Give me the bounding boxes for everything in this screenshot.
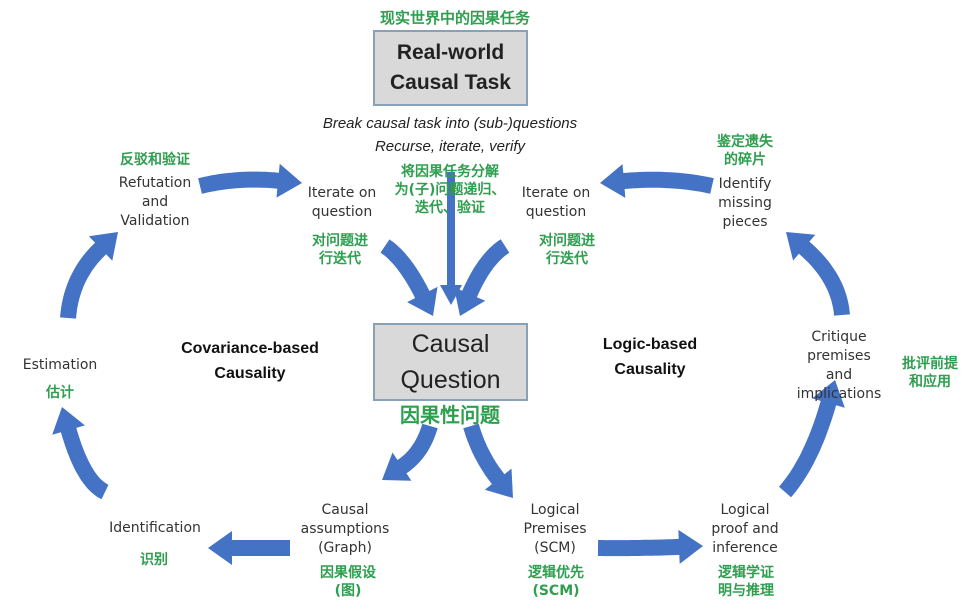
left-iterate-cn: 对问题进 行迭代 [312, 233, 368, 267]
assumptions-cn: 因果假设 (图) [320, 565, 376, 599]
refutation-cn: 反驳和验证 [120, 152, 190, 168]
arrow-identify-to-iterate [600, 164, 714, 198]
right-iterate-cn: 对问题进 行迭代 [539, 233, 595, 267]
arrow-task-to-question [440, 172, 462, 305]
real-world-task-box: Real-world Causal Task [373, 30, 528, 106]
critique-cn: 批评前提 和应用 [902, 356, 958, 390]
identification-cn: 识别 [140, 552, 168, 568]
causal-question-label: Causal Question [400, 330, 501, 394]
assumptions-label: Causal assumptions (Graph) [300, 502, 390, 556]
arrow-critique-to-identify [786, 232, 850, 316]
causal-question-box: Causal Question [373, 323, 528, 401]
right-iterate-label: Iterate on question [521, 185, 591, 220]
premises-cn: 逻辑优先 (SCM) [528, 565, 584, 599]
proof-cn: 逻辑学证 明与推理 [718, 565, 774, 599]
estimation-cn: 估计 [46, 385, 74, 401]
left-iterate-label: Iterate on question [307, 185, 377, 220]
task-cn-title: 现实世界中的因果任务 [379, 9, 530, 27]
arrow-refutation-to-iterate [198, 163, 302, 198]
arrow-premises-to-proof [597, 529, 703, 564]
critique-label: Critique premises and implications [796, 329, 882, 402]
break-task-cn: 将因果任务分解 为(子)问题递归、 迭代、验证 [394, 164, 506, 216]
premises-label: Logical Premises (SCM) [523, 502, 587, 556]
logic-heading: Logic-based Causality [602, 336, 698, 378]
arrow-assumptions-to-identification [208, 531, 290, 565]
arrow-iterate-to-question-right [454, 239, 510, 316]
arrow-question-to-assumptions [382, 423, 438, 481]
arrow-question-to-premises [463, 423, 513, 498]
arrow-identification-to-estimation [52, 407, 109, 500]
arrow-estimation-to-refutation [60, 232, 118, 319]
proof-label: Logical proof and inference [711, 502, 779, 556]
refutation-label: Refutation and Validation [118, 175, 192, 229]
identification-label: Identification [109, 520, 201, 536]
break-task-text: Break causal task into (sub-)questions R… [322, 115, 578, 155]
identify-missing-cn: 鉴定遗失 的碎片 [717, 134, 773, 168]
identify-missing-label: Identify missing pieces [718, 176, 772, 230]
covariance-heading: Covariance-based Causality [181, 340, 319, 382]
causal-question-cn: 因果性问题 [400, 403, 500, 427]
real-world-task-label: Real-world Causal Task [389, 41, 511, 94]
estimation-label: Estimation [22, 357, 98, 373]
arrow-iterate-to-question-left [380, 239, 438, 316]
arrow-proof-to-critique [779, 380, 845, 498]
